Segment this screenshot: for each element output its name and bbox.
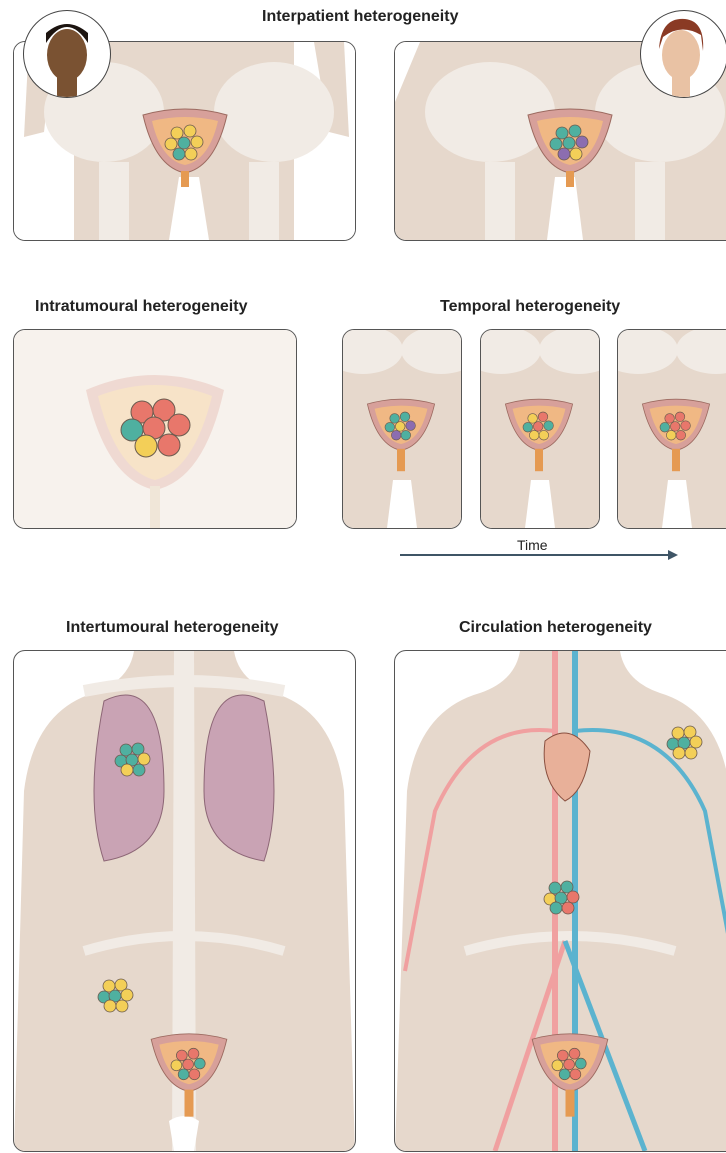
- arm-metastasis-icon: [664, 721, 704, 761]
- bladder-icon-temporal-3: [636, 395, 716, 473]
- circulating-tumour-cluster-icon: [541, 876, 581, 916]
- lung-metastasis-icon: [112, 738, 152, 778]
- male-patient-avatar: [23, 10, 111, 98]
- bladder-icon-intertumoural: [144, 1030, 234, 1125]
- intertumoural-title: Intertumoural heterogeneity: [66, 619, 278, 637]
- intratumoural-title: Intratumoural heterogeneity: [35, 298, 247, 316]
- bladder-icon-temporal-2: [499, 395, 579, 473]
- bladder-icon-2: [520, 105, 620, 190]
- temporal-title: Temporal heterogeneity: [440, 298, 620, 316]
- bladder-icon-1: [135, 105, 235, 190]
- interpatient-title: Interpatient heterogeneity: [262, 8, 458, 26]
- abdominal-metastasis-icon: [95, 974, 135, 1014]
- bladder-icon-temporal-1: [361, 395, 441, 473]
- time-arrow: [400, 548, 680, 562]
- bladder-icon-circulation: [525, 1030, 615, 1125]
- circulation-title: Circulation heterogeneity: [459, 619, 652, 637]
- female-patient-avatar: [640, 10, 726, 98]
- intratumoural-panel: [13, 329, 297, 529]
